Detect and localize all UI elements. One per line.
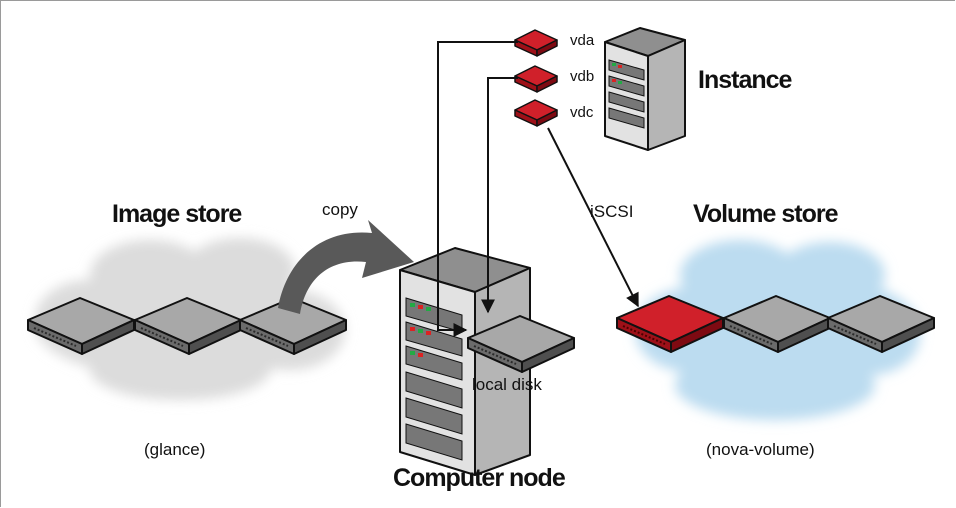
- compute-node-title: Computer node: [393, 464, 566, 492]
- iscsi-connector: [547, 127, 639, 308]
- image-store-title: Image store: [112, 200, 242, 228]
- vda-device: [514, 29, 558, 57]
- vdb-label: vdb: [570, 68, 595, 85]
- vda-connector: [437, 41, 518, 337]
- local-disk-label: local disk: [472, 375, 542, 394]
- vdc-device: [514, 99, 558, 127]
- instance-title: Instance: [698, 66, 792, 94]
- copy-arrow: [278, 220, 414, 314]
- volume-store-subtitle: (nova-volume): [706, 440, 815, 459]
- instance-server: [604, 27, 686, 151]
- vdc-label: vdc: [570, 104, 594, 121]
- iscsi-label: iSCSI: [590, 202, 634, 221]
- vda-label: vda: [570, 32, 595, 49]
- copy-label: copy: [322, 200, 358, 219]
- volume-store-title: Volume store: [693, 200, 839, 228]
- vdb-device: [514, 65, 558, 93]
- vdb-connector: [481, 77, 518, 314]
- image-store-subtitle: (glance): [144, 440, 206, 459]
